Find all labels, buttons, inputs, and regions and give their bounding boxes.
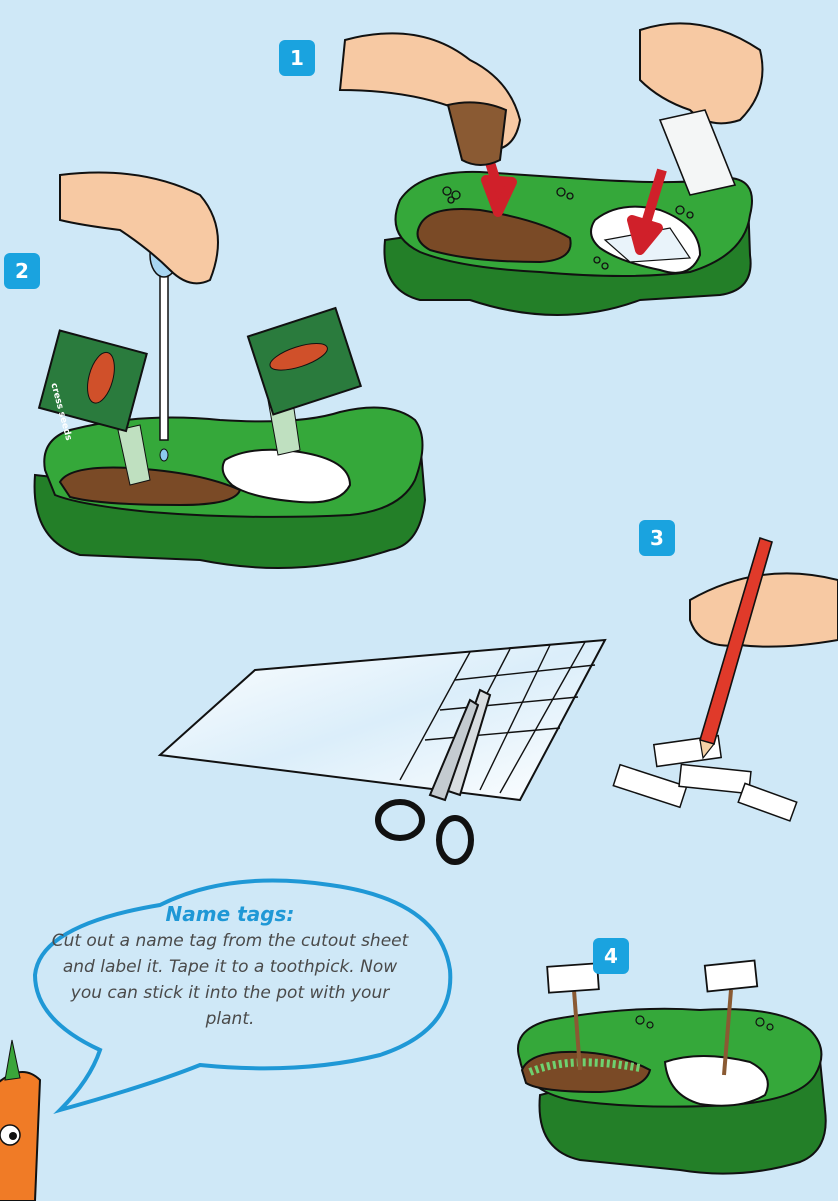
tip-body: Cut out a name tag from the cutout sheet…	[50, 928, 410, 1032]
carrot-mascot	[0, 1040, 40, 1201]
step3-illustration	[160, 538, 838, 862]
step-1-badge: 1	[279, 40, 315, 76]
step2-illustration	[35, 173, 425, 569]
tip-title: Name tags:	[50, 902, 410, 926]
step4-illustration	[518, 960, 826, 1173]
step1-illustration	[340, 23, 763, 315]
step-4-badge: 4	[593, 938, 629, 974]
name-tags-tip: Name tags: Cut out a name tag from the c…	[50, 902, 410, 1032]
step-3-badge: 3	[639, 520, 675, 556]
step-2-badge: 2	[4, 253, 40, 289]
